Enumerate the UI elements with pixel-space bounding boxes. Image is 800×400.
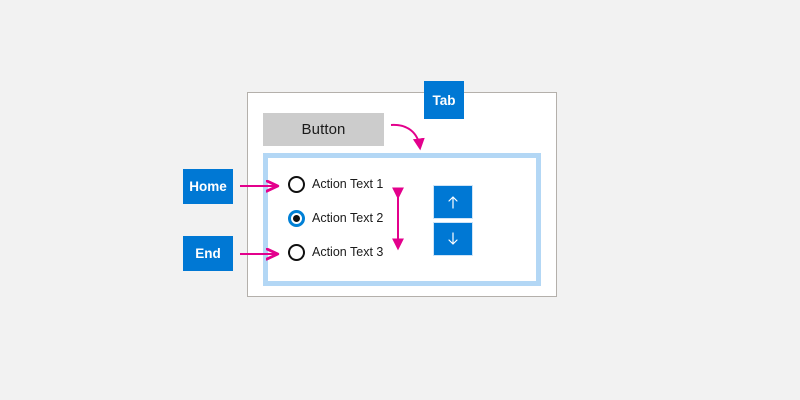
radio-option-label: Action Text 1 [312,176,384,191]
dialog-window: Button Action Text 1 Action Text 2 Actio… [247,92,557,297]
push-button[interactable]: Button [263,113,384,146]
spinner-buttons [433,185,473,256]
key-badge-label: End [195,246,221,261]
radio-circle-icon[interactable] [288,175,305,193]
radio-option-label: Action Text 3 [312,244,384,259]
radio-circle-icon[interactable] [288,243,305,261]
arrow-up-icon [448,196,458,209]
arrow-down-icon [448,232,458,245]
key-badge-tab: Tab [424,81,464,119]
radio-circle-selected-icon[interactable] [288,209,305,227]
key-badge-home: Home [183,169,233,204]
spinner-up-button[interactable] [433,185,473,219]
spinner-down-button[interactable] [433,222,473,256]
radio-option-1[interactable]: Action Text 1 [288,174,383,194]
radio-group-listbox[interactable]: Action Text 1 Action Text 2 Action Text … [263,153,541,286]
radio-option-3[interactable]: Action Text 3 [288,242,383,262]
push-button-label: Button [301,121,346,138]
key-badge-label: Home [189,179,227,194]
key-badge-end: End [183,236,233,271]
radio-option-label: Action Text 2 [312,210,384,225]
radio-option-2[interactable]: Action Text 2 [288,208,383,228]
key-badge-label: Tab [432,92,456,108]
